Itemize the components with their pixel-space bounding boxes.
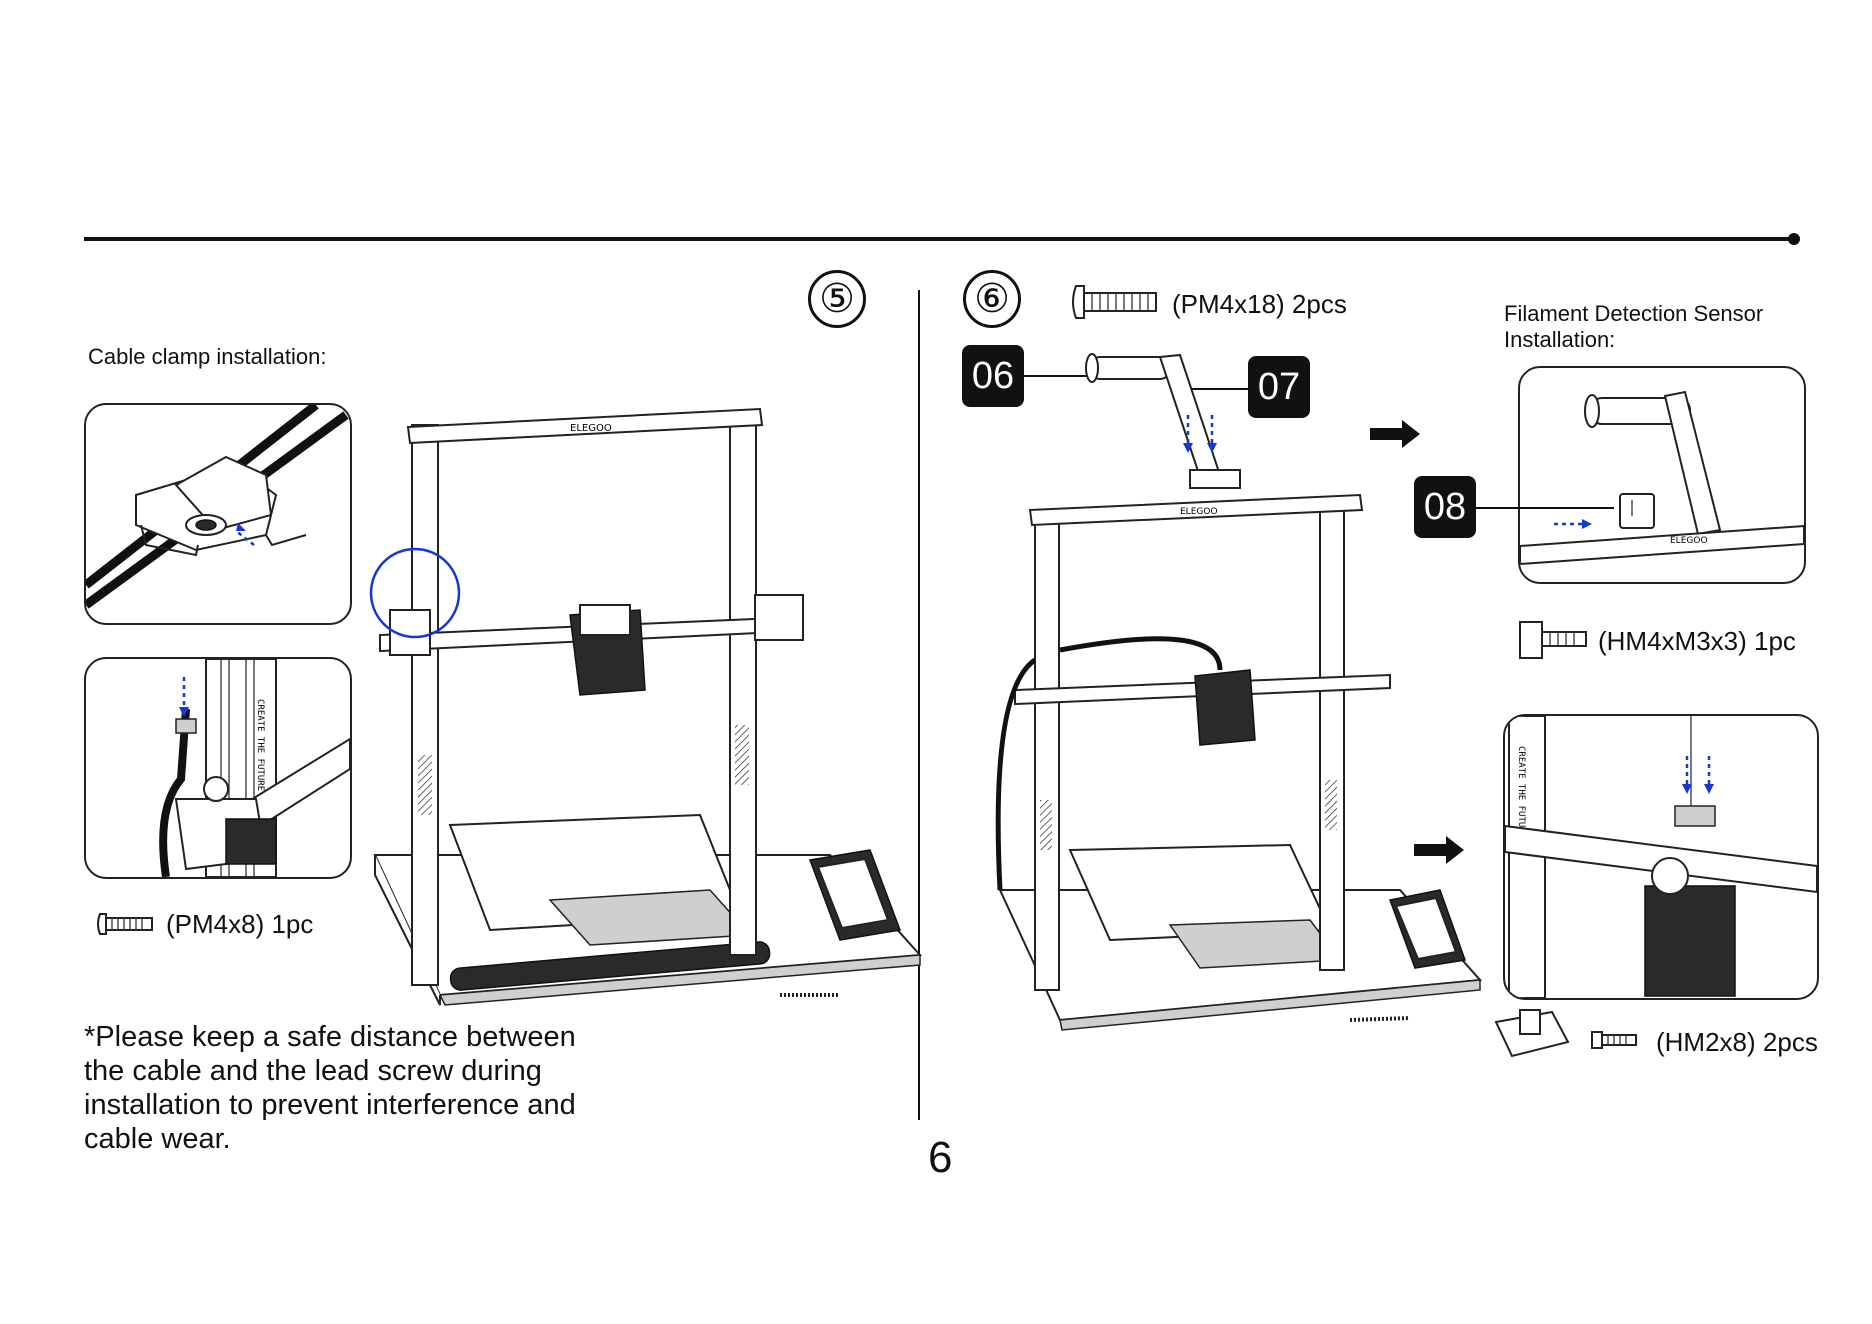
filament-sensor-detail-panel: ELEGOO xyxy=(1518,366,1806,584)
clamp-on-frame-detail-panel: CREATE THE FUTURE xyxy=(84,657,352,879)
header-rule-end-dot xyxy=(1788,233,1800,245)
step-6-screw-label: (PM4x18) 2pcs xyxy=(1172,289,1347,319)
step-6-number: ⑥ xyxy=(963,270,1021,328)
filament-sensor-illustration: ELEGOO xyxy=(1520,390,1804,566)
cable-clamp-detail-panel xyxy=(84,403,352,625)
sensor-caption-line1: Filament Detection Sensor xyxy=(1504,301,1764,326)
sensor-screw-label: (HM4xM3x3) 1pc xyxy=(1598,626,1796,656)
cable-clamp-highlight-circle xyxy=(369,547,461,639)
tag-08-leader-line xyxy=(1476,507,1614,509)
part-tag-07: 07 xyxy=(1248,356,1310,418)
frame-slogan-text: CREATE THE FUTURE xyxy=(255,699,265,791)
step-5-screw-label: (PM4x8) 1pc xyxy=(166,909,314,939)
hm2x8-screw-icon xyxy=(1591,1031,1637,1049)
part-tag-06: 06 xyxy=(962,345,1024,407)
clamp-on-frame-illustration: CREATE THE FUTURE xyxy=(159,659,350,877)
sensor-panel-brand-text: ELEGOO xyxy=(1670,536,1708,546)
column-divider xyxy=(918,290,920,1120)
step-5-printer-illustration: ELEGOO xyxy=(369,407,923,1006)
header-rule xyxy=(84,237,1794,241)
pm4x8-screw-icon xyxy=(97,913,153,935)
pm4x18-screw-icon xyxy=(1072,285,1157,319)
page-number: 6 xyxy=(928,1133,953,1182)
spool-holder-illustration xyxy=(1024,353,1250,489)
step-5-caption: Cable clamp installation: xyxy=(88,344,327,369)
step-6-top-bar-brand-text: ELEGOO xyxy=(1180,507,1218,517)
step-6-printer-illustration: ELEGOO xyxy=(995,493,1483,1031)
sensor-caption-line2: Installation: xyxy=(1504,327,1616,352)
bracket-illustration: CREATE THE FUTURE xyxy=(1505,716,1817,998)
step-5-number: ⑤ xyxy=(808,270,866,328)
bracket-screw-label: (HM2x8) 2pcs xyxy=(1656,1027,1818,1057)
hm4xm3x3-screw-icon xyxy=(1519,621,1587,659)
part-tag-08: 08 xyxy=(1414,476,1476,538)
bracket-part-icon xyxy=(1494,1009,1570,1058)
bracket-frame-slogan-text: CREATE THE FUTURE xyxy=(1516,746,1526,838)
bracket-detail-panel: CREATE THE FUTURE xyxy=(1503,714,1819,1000)
right-arrow-icon xyxy=(1370,420,1420,448)
cable-clamp-illustration xyxy=(86,405,349,609)
right-arrow-icon-lower xyxy=(1414,836,1464,864)
step-5-safety-note: *Please keep a safe distance between the… xyxy=(84,1021,576,1155)
top-bar-brand-text: ELEGOO xyxy=(570,423,612,434)
